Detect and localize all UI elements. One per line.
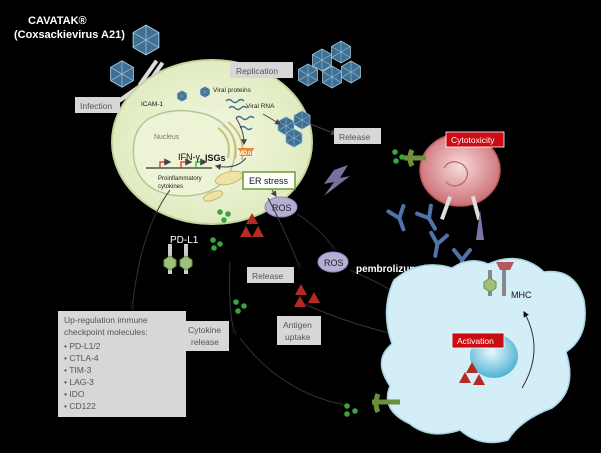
- checkpoint-title-1: Up-regulation immune: [64, 315, 148, 325]
- cytokine-icon: [217, 209, 231, 223]
- checkpoint-molecules-box: Up-regulation immune checkpoint molecule…: [58, 311, 186, 417]
- cytokine-icon: [392, 149, 405, 164]
- pdl1-label: PD-L1: [170, 235, 199, 246]
- checkpoint-item: • TIM-3: [64, 365, 92, 375]
- er-membranes: [217, 121, 244, 161]
- checkpoint-item: • CTLA-4: [64, 353, 99, 363]
- svg-text:uptake: uptake: [285, 332, 311, 342]
- svg-text:Activation: Activation: [457, 336, 494, 346]
- nucleus: [132, 109, 236, 197]
- virus-icon: [331, 40, 351, 64]
- svg-text:ER stress: ER stress: [249, 176, 289, 186]
- mhc-receptor-icon: [483, 262, 514, 296]
- er-stress-box: ER stress: [242, 171, 296, 190]
- antigen-icon: [308, 292, 320, 303]
- icam-label: ICAM-1: [141, 101, 163, 108]
- svg-text:release: release: [191, 337, 219, 347]
- viral-rna-icon: [225, 98, 255, 131]
- viral-proteins-label: Viral proteins: [213, 87, 252, 94]
- antigen-uptake-label-box: Antigen uptake: [277, 316, 321, 345]
- svg-text:ROS: ROS: [324, 258, 344, 268]
- antigen-icon: [295, 284, 307, 295]
- viral-rna-label: Viral RNA: [246, 103, 275, 110]
- cytotoxicity-label-box: Cytotoxicity: [445, 131, 505, 148]
- antigen-icon: [252, 226, 264, 237]
- antibody-icon: [415, 203, 444, 235]
- svg-text:Release: Release: [252, 271, 283, 281]
- title-line-2: (Coxsackievirus A21): [14, 29, 125, 41]
- cytokine-icon: [344, 403, 358, 417]
- proinflammatory-label-1: Proinflammatory: [158, 176, 202, 182]
- svg-text:Replication: Replication: [236, 66, 278, 76]
- replication-label-box: Replication: [230, 62, 293, 78]
- checkpoint-item: • LAG-3: [64, 377, 94, 387]
- t-cell-receptor-icon: [404, 148, 484, 240]
- svg-text:Antigen: Antigen: [283, 320, 312, 330]
- checkpoint-title-2: checkpoint molecules:: [64, 327, 148, 337]
- cytokine-icon: [210, 237, 223, 251]
- cytokine-icon: [233, 299, 247, 314]
- svg-text:ROS: ROS: [272, 203, 292, 213]
- virus-icon: [298, 63, 318, 87]
- antibody-icon: [386, 203, 413, 235]
- nucleus-label: Nucleus: [154, 134, 180, 141]
- mda5-icon: [238, 148, 254, 156]
- cytokine-receptor-icon: [372, 393, 400, 414]
- ros-cell-badge: ROS: [264, 196, 298, 218]
- pembrolizumab-label: pembrolizumab: [356, 264, 430, 275]
- checkpoint-item: • IDO: [64, 389, 85, 399]
- release-arrow: [309, 123, 338, 136]
- antibody-icon: [425, 230, 449, 260]
- mda5-label: MDA5: [238, 151, 256, 157]
- mhc-label: MHC: [511, 290, 532, 300]
- cytokine-release-label-box: Cytokine release: [183, 321, 229, 351]
- release-top-label-box: Release: [334, 128, 381, 144]
- virus-icon: [110, 60, 134, 88]
- infection-label-box: Infection: [75, 97, 120, 113]
- virus-icon: [341, 60, 361, 84]
- checkpoint-item: • CD122: [64, 401, 96, 411]
- ros-mid-badge: ROS: [317, 251, 349, 273]
- svg-text:Cytokine: Cytokine: [188, 325, 221, 335]
- isgs-label: ISGs: [205, 153, 226, 163]
- activation-label-box: Activation: [451, 332, 505, 349]
- virus-icon: [132, 24, 160, 56]
- release-mid-label-box: Release: [247, 267, 294, 283]
- pdl1-receptor-icon: [163, 244, 193, 274]
- svg-text:Infection: Infection: [80, 101, 112, 111]
- antigen-icon: [294, 296, 306, 307]
- lightning-icon: [324, 165, 350, 196]
- ifn-label: IFN-γ: [178, 152, 200, 162]
- checkpoint-item: • PD-L1/2: [64, 341, 101, 351]
- svg-text:Cytotoxicity: Cytotoxicity: [451, 135, 495, 145]
- proinflammatory-label-2: cytokines: [158, 184, 183, 190]
- svg-text:Release: Release: [339, 132, 370, 142]
- antigen-icon: [240, 226, 252, 237]
- title-line-1: CAVATAK®: [28, 15, 87, 27]
